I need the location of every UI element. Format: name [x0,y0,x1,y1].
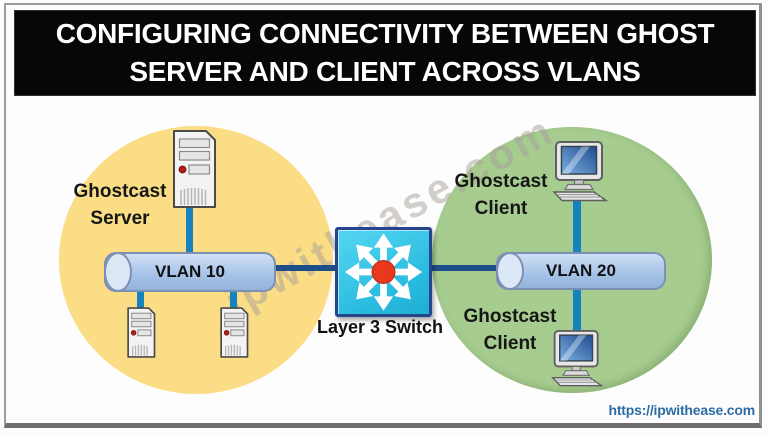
vlan10-segment: VLAN 10 [104,252,276,292]
layer3-switch-label: Layer 3 Switch [316,317,444,337]
ghostcast-server-label: Ghostcast Server [73,181,167,229]
link-client1-vlan20 [573,200,581,254]
vlan10-label: VLAN 10 [155,262,225,281]
title-line-2: SERVER AND CLIENT ACROSS VLANS [129,56,641,87]
link-server-vlan10 [186,206,193,254]
cylinder-cap [496,252,524,290]
footer-site-link[interactable]: https://ipwithease.com [608,402,755,418]
vlan20-segment: VLAN 20 [496,252,666,290]
cylinder-cap [104,252,132,292]
link-vlan10-server3 [230,285,237,308]
link-vlan20-client2 [573,283,581,333]
trunk-link-switch-vlan20 [421,265,503,271]
desktop-computer-icon [547,330,609,388]
title-banner: CONFIGURING CONNECTIVITY BETWEEN GHOST S… [14,10,756,96]
desktop-computer-icon [549,140,613,204]
trunk-link-vlan10-switch [268,265,340,271]
server-tower-icon [123,306,159,359]
link-vlan10-server2 [137,285,144,308]
layer3-switch-icon [335,227,432,317]
server-tower-icon [216,306,252,359]
ghostcast-client-top-label: Ghostcast Client [454,171,548,219]
title-line-1: CONFIGURING CONNECTIVITY BETWEEN GHOST [55,18,715,49]
server-tower-icon [166,128,222,210]
outer-frame [4,3,762,428]
ghostcast-client-bottom-label: Ghostcast Client [463,306,557,354]
vlan20-label: VLAN 20 [546,261,616,280]
